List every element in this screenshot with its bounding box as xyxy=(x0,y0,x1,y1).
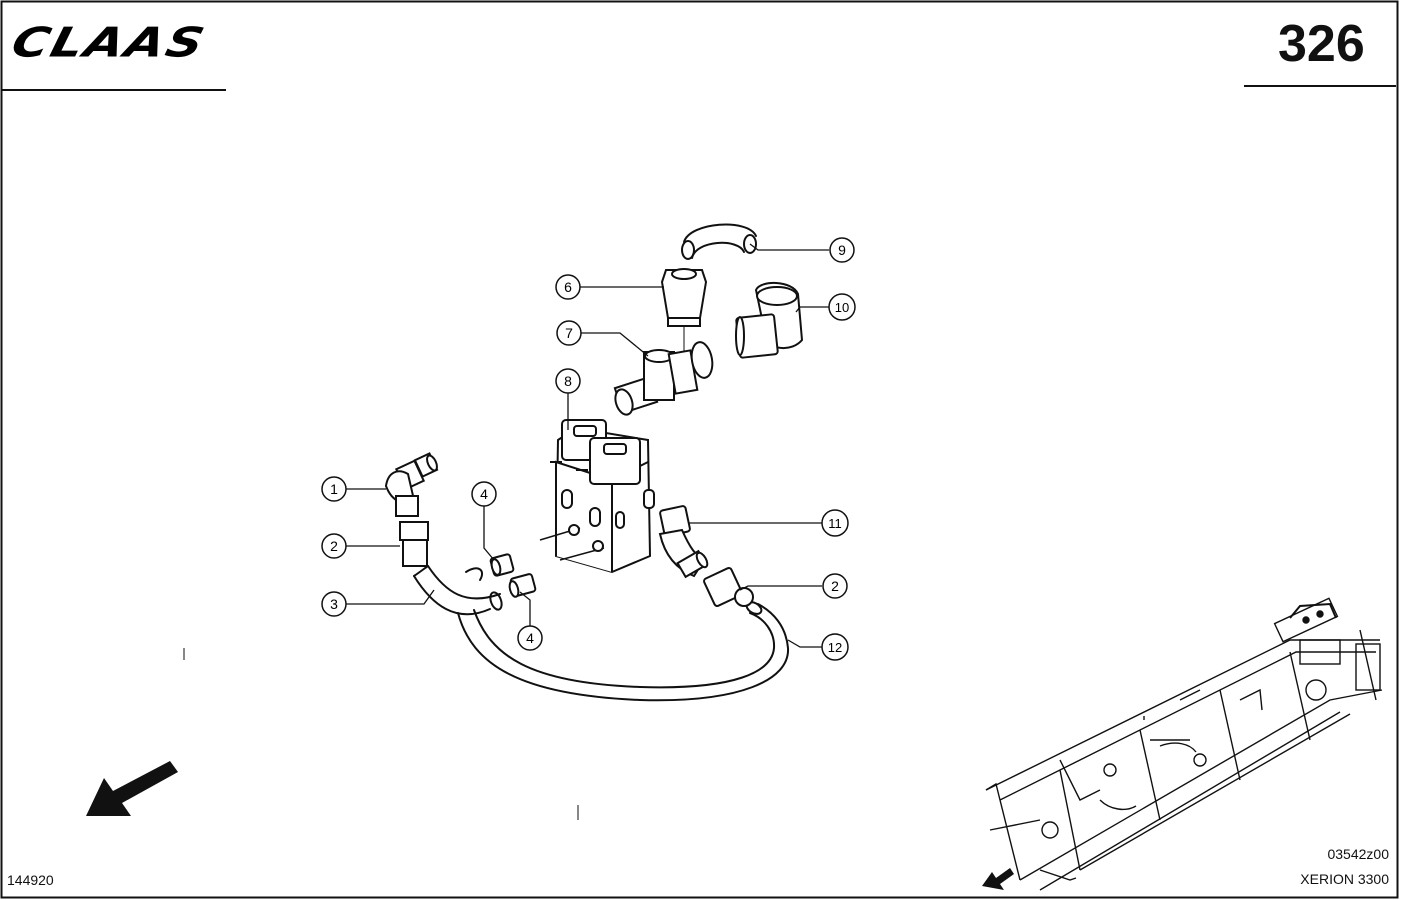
callout-2-right: 2 xyxy=(822,573,848,599)
callout-label: 2 xyxy=(330,538,338,554)
callout-label: 12 xyxy=(828,640,842,655)
callout-12: 12 xyxy=(821,633,849,661)
tee-fitting-7 xyxy=(613,341,714,416)
callout-label: 11 xyxy=(828,516,842,531)
hoses xyxy=(413,223,790,702)
callout-label: 4 xyxy=(480,486,488,502)
fittings xyxy=(384,268,804,607)
callout-10: 10 xyxy=(828,293,856,321)
callout-label: 8 xyxy=(564,373,572,389)
elbow-fitting-10 xyxy=(735,282,804,359)
callouts: 1 2 3 4 4 6 7 xyxy=(321,237,856,661)
callout-11: 11 xyxy=(821,509,849,537)
callout-3: 3 xyxy=(321,591,347,617)
callout-2-left: 2 xyxy=(321,533,347,559)
leader-lines xyxy=(346,243,829,648)
callout-8: 8 xyxy=(555,368,581,394)
callout-label: 6 xyxy=(564,279,572,295)
drawing-id: 144920 xyxy=(7,872,54,888)
callout-1: 1 xyxy=(321,476,347,502)
model-name: XERION 3300 xyxy=(1300,871,1389,887)
coupler-2-right xyxy=(703,567,754,607)
hose-12 xyxy=(457,603,790,702)
page-number: 326 xyxy=(1278,15,1365,73)
cap-4-lower xyxy=(508,573,537,598)
brand-logo: CLAAS xyxy=(6,18,211,67)
callout-label: 4 xyxy=(526,630,534,646)
callout-6: 6 xyxy=(555,274,581,300)
callout-label: 2 xyxy=(831,578,839,594)
reference-code: 03542z00 xyxy=(1327,846,1389,862)
hose-9 xyxy=(683,223,757,243)
adapter-6 xyxy=(660,268,708,352)
elbow-fitting-1 xyxy=(384,452,439,517)
callout-label: 7 xyxy=(565,325,573,341)
chassis-direction-arrow-icon xyxy=(982,868,1014,890)
hose-3 xyxy=(413,575,491,616)
solenoid-valve-block-8 xyxy=(539,419,655,574)
callout-label: 10 xyxy=(835,300,849,315)
callout-label: 9 xyxy=(838,242,846,258)
coupler-2-left xyxy=(399,521,429,567)
chassis-locator-illustration xyxy=(985,597,1383,891)
direction-arrow-icon xyxy=(86,761,178,816)
cap-4-upper xyxy=(489,553,515,577)
callout-7: 7 xyxy=(556,320,582,346)
callout-label: 3 xyxy=(330,596,338,612)
callout-label: 1 xyxy=(330,481,338,497)
callout-4-upper: 4 xyxy=(471,481,497,507)
callout-4-lower: 4 xyxy=(517,625,543,651)
elbow-fitting-11 xyxy=(658,505,709,579)
callout-9: 9 xyxy=(829,237,855,263)
